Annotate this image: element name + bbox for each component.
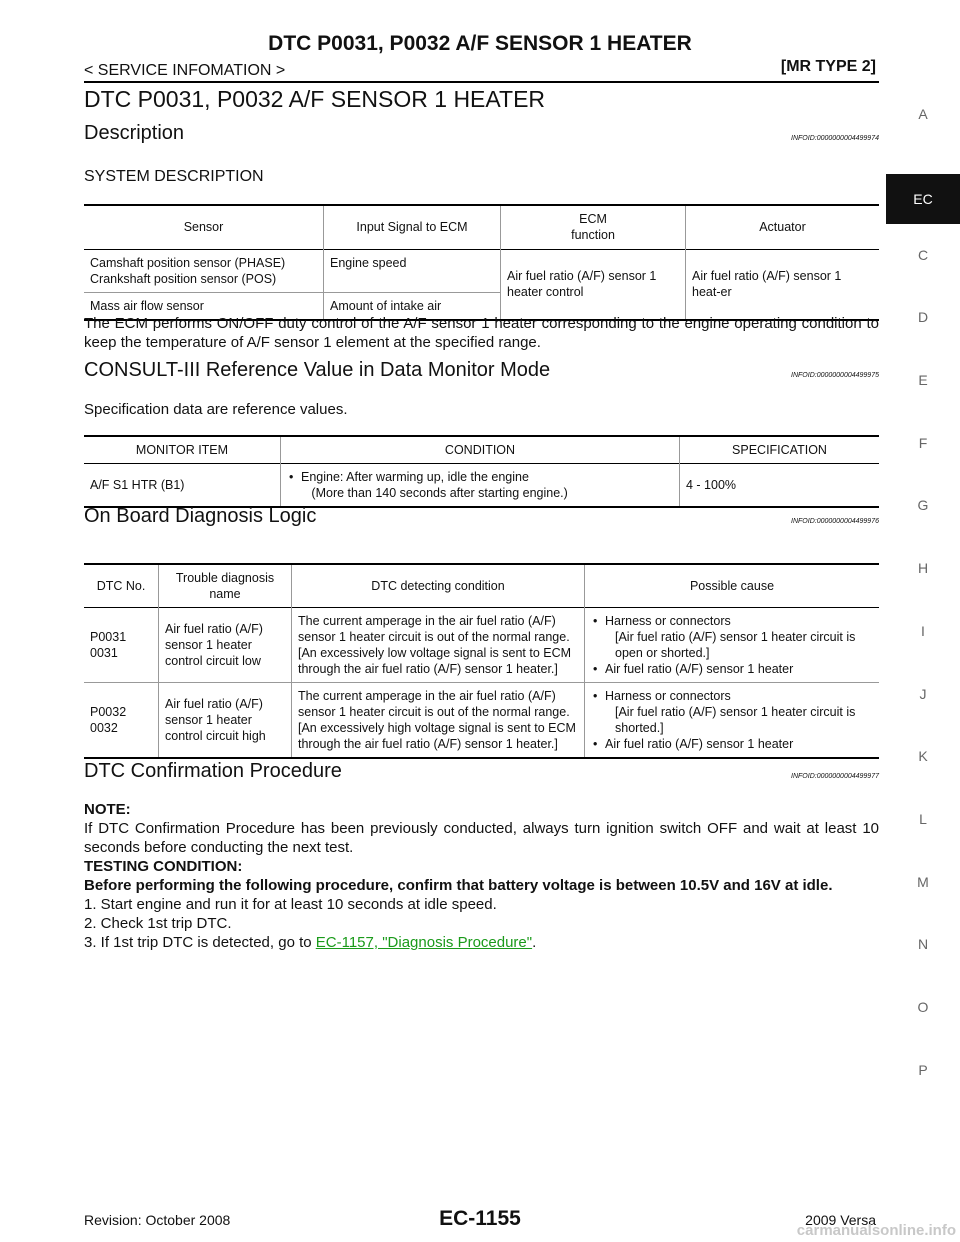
side-tab-d[interactable]: D — [917, 309, 929, 326]
th-possible-cause: Possible cause — [584, 564, 879, 608]
confirm-heading-row: DTC Confirmation Procedure INFOID:000000… — [84, 760, 879, 783]
th-actuator: Actuator — [685, 205, 879, 249]
side-tab-index: A EC C D E F G H I J K L M N O P — [886, 97, 960, 1115]
footer-model: 2009 Versa — [805, 1212, 876, 1228]
th-dtc-no: DTC No. — [96, 579, 146, 593]
th-specification: SPECIFICATION — [679, 436, 879, 464]
cell-maf-sensor: Mass air flow sensor — [90, 298, 204, 313]
side-tab-i[interactable]: I — [921, 622, 925, 639]
side-tab-ec[interactable]: EC — [886, 173, 960, 224]
step-1: 1. Start engine and run it for at least … — [84, 896, 497, 913]
cell-specification: 4 - 100% — [679, 463, 879, 507]
header-title: DTC P0031, P0032 A/F SENSOR 1 HEATER — [268, 32, 692, 55]
cell-possible-cause: Harness or connectors[Air fuel ratio (A/… — [584, 607, 879, 683]
cell-trouble-name: Air fuel ratio (A/F) sensor 1 heater con… — [158, 607, 292, 683]
consult-infoid: INFOID:0000000004499975 — [791, 372, 879, 379]
description-heading-row: Description INFOID:0000000004499974 — [84, 122, 879, 145]
cell-condition: Engine: After warming up, idle the engin… — [280, 463, 680, 507]
th-monitor-item: MONITOR ITEM — [135, 443, 229, 457]
side-tab-h[interactable]: H — [917, 560, 929, 577]
side-tab-j[interactable]: J — [919, 685, 927, 702]
side-tab-g[interactable]: G — [917, 497, 929, 514]
th-sensor: Sensor — [183, 220, 224, 235]
watermark: carmanualsonline.info — [796, 1222, 956, 1239]
cell-intake-air: Amount of intake air — [323, 292, 501, 320]
side-tab-c[interactable]: C — [917, 246, 929, 263]
confirm-body: NOTE: If DTC Confirmation Procedure has … — [84, 800, 879, 952]
confirm-infoid: INFOID:0000000004499977 — [791, 773, 879, 780]
th-condition: CONDITION — [280, 436, 680, 464]
testing-condition-text: Before performing the following procedur… — [84, 877, 833, 894]
step-2: 2. Check 1st trip DTC. — [84, 915, 232, 932]
data-monitor-table: MONITOR ITEM CONDITION SPECIFICATION A/F… — [84, 435, 879, 508]
description-text: The ECM performs ON/OFF duty control of … — [84, 315, 879, 351]
side-tab-m[interactable]: M — [917, 873, 929, 890]
cell-sensor-cam-crank: Camshaft position sensor (PHASE)Cranksha… — [90, 255, 286, 286]
th-input-signal: Input Signal to ECM — [323, 205, 501, 249]
side-tab-k[interactable]: K — [918, 748, 928, 765]
description-heading: Description — [84, 122, 185, 144]
side-tab-e[interactable]: E — [918, 372, 928, 389]
side-tab-f[interactable]: F — [918, 434, 928, 451]
description-infoid: INFOID:0000000004499974 — [791, 135, 879, 142]
obd-infoid: INFOID:0000000004499976 — [791, 518, 879, 525]
testing-condition-label: TESTING CONDITION: — [84, 858, 243, 875]
side-tab-n[interactable]: N — [917, 936, 929, 953]
th-detecting-condition: DTC detecting condition — [291, 564, 585, 608]
side-tab-p[interactable]: P — [918, 1061, 928, 1078]
cell-ecm-function: Air fuel ratio (A/F) sensor 1 heater con… — [500, 249, 686, 320]
header-type: [MR TYPE 2] — [780, 58, 876, 75]
footer-revision: Revision: October 2008 — [84, 1212, 231, 1228]
page-title: DTC P0031, P0032 A/F SENSOR 1 HEATER — [84, 86, 546, 112]
cell-trouble-name: Air fuel ratio (A/F) sensor 1 heater con… — [158, 682, 292, 758]
footer-page-number: EC-1155 — [439, 1207, 521, 1230]
side-tab-o[interactable]: O — [917, 998, 929, 1015]
obd-heading-row: On Board Diagnosis Logic INFOID:00000000… — [84, 505, 879, 528]
step-3: 3. If 1st trip DTC is detected, go to EC… — [84, 934, 537, 951]
confirm-heading: DTC Confirmation Procedure — [84, 760, 342, 782]
cell-engine-speed: Engine speed — [323, 249, 501, 292]
consult-heading-row: CONSULT-III Reference Value in Data Moni… — [84, 359, 879, 382]
cell-actuator: Air fuel ratio (A/F) sensor 1 heat-er — [685, 249, 879, 320]
side-tab-a[interactable]: A — [918, 106, 928, 122]
cell-possible-cause: Harness or connectors[Air fuel ratio (A/… — [584, 682, 879, 758]
note-text: If DTC Confirmation Procedure has been p… — [84, 820, 879, 856]
diagnosis-procedure-link[interactable]: EC-1157, "Diagnosis Procedure" — [315, 934, 533, 951]
consult-heading: CONSULT-III Reference Value in Data Moni… — [84, 359, 551, 381]
side-tab-l[interactable]: L — [919, 810, 927, 827]
obd-heading: On Board Diagnosis Logic — [84, 505, 317, 527]
cell-monitor-item: A/F S1 HTR (B1) — [90, 478, 185, 492]
cell-detecting-condition: The current amperage in the air fuel rat… — [291, 682, 585, 758]
note-label: NOTE: — [84, 801, 131, 818]
header-rule — [84, 81, 879, 83]
cell-detecting-condition: The current amperage in the air fuel rat… — [291, 607, 585, 683]
consult-text: Specification data are reference values. — [84, 401, 348, 418]
system-description-subheading: SYSTEM DESCRIPTION — [84, 168, 264, 185]
header-section: < SERVICE INFOMATION > — [84, 62, 286, 79]
